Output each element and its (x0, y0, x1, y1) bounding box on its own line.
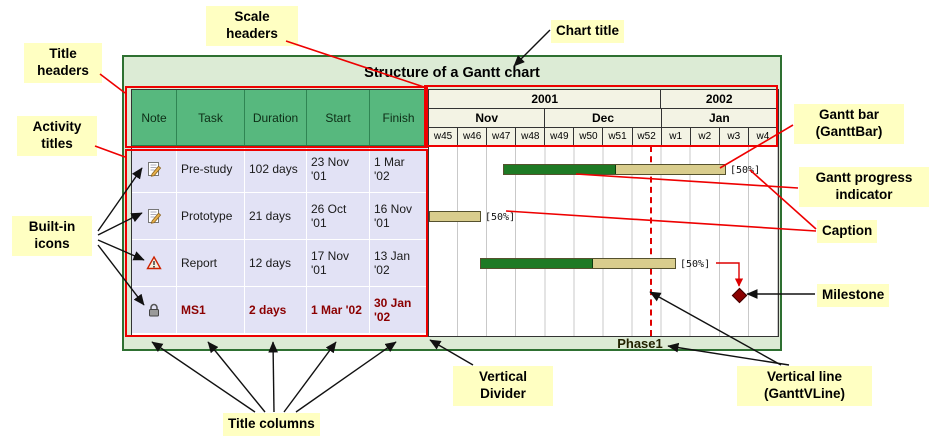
gantt-chart-container: Structure of a Gantt chart Note Task Dur… (122, 55, 782, 351)
callout-vertical-divider: Vertical Divider (453, 366, 553, 406)
callout-title-columns: Title columns (223, 413, 320, 436)
gantt-progress-indicator (481, 259, 593, 268)
week-header: w4 (749, 128, 778, 145)
week-header: w2 (691, 128, 720, 145)
warning-icon (146, 255, 162, 270)
callout-gantt-progress: Gantt progress indicator (799, 167, 929, 207)
arrow-title-col-4 (283, 341, 337, 413)
milestone-marker (731, 287, 748, 304)
week-header: w1 (662, 128, 691, 145)
column-header-duration: Duration (245, 90, 307, 145)
week-header: w50 (574, 128, 604, 145)
callout-chart-title: Chart title (551, 20, 625, 43)
callout-gantt-bar: Gantt bar (GanttBar) (794, 104, 904, 144)
timeline-grid: [50%] [50%] [50%] (429, 146, 778, 336)
line-activity-titles (94, 145, 126, 158)
week-header: w49 (545, 128, 575, 145)
gantt-bar-prestudy (503, 164, 726, 175)
duration-cell: 21 days (245, 193, 307, 239)
week-header: w48 (516, 128, 546, 145)
scale-header-weeks: w45 w46 w47 w48 w49 w50 w51 w52 w1 w2 w3… (429, 128, 778, 146)
callout-vertical-line: Vertical line (GanttVLine) (737, 366, 872, 406)
note-icon (148, 162, 162, 177)
start-cell: 1 Mar '02 (307, 287, 370, 333)
finish-cell: 30 Jan '02 (370, 287, 428, 333)
table-row: MS1 2 days 1 Mar '02 30 Jan '02 (132, 287, 428, 334)
finish-cell: 16 Nov '01 (370, 193, 428, 239)
week-header: w47 (487, 128, 517, 145)
duration-cell: 12 days (245, 240, 307, 286)
finish-cell: 1 Mar '02 (370, 146, 428, 192)
task-cell: MS1 (177, 287, 245, 333)
column-header-task: Task (177, 90, 245, 145)
gantt-bar-report (480, 258, 676, 269)
callout-milestone: Milestone (817, 284, 890, 307)
scale-header-years: 2001 2002 (429, 90, 778, 109)
timeline-pane: 2001 2002 Nov Dec Jan w45 w46 w47 w48 w4… (428, 90, 778, 336)
week-header: w52 (633, 128, 662, 145)
phase-label: Phase1 (617, 336, 663, 351)
start-cell: 23 Nov '01 (307, 146, 370, 192)
duration-cell: 2 days (245, 287, 307, 333)
table-row: Pre-study 102 days 23 Nov '01 1 Mar '02 (132, 146, 428, 193)
finish-cell: 13 Jan '02 (370, 240, 428, 286)
table-row: Report 12 days 17 Nov '01 13 Jan '02 (132, 240, 428, 287)
note-cell (132, 146, 177, 192)
lock-icon (149, 303, 159, 317)
arrow-title-col-5 (295, 341, 397, 413)
title-table: Note Task Duration Start Finish (132, 90, 428, 336)
column-header-start: Start (307, 90, 370, 145)
gantt-progress-indicator (504, 165, 616, 174)
bar-caption: [50%] (485, 212, 516, 223)
task-cell: Report (177, 240, 245, 286)
year-header: 2002 (661, 90, 778, 109)
week-header: w46 (458, 128, 488, 145)
column-header-note: Note (132, 90, 177, 145)
duration-cell: 102 days (245, 146, 307, 192)
month-header: Jan (661, 109, 778, 128)
month-header: Dec (545, 109, 662, 128)
start-cell: 17 Nov '01 (307, 240, 370, 286)
year-header: 2001 (429, 90, 662, 109)
column-header-finish: Finish (370, 90, 428, 145)
chart-inner-area: Note Task Duration Start Finish (131, 89, 779, 337)
callout-activity-titles: Activity titles (17, 116, 97, 156)
bar-caption: [50%] (680, 259, 711, 270)
gantt-vline (650, 146, 652, 336)
callout-caption: Caption (817, 220, 878, 243)
week-header: w45 (429, 128, 459, 145)
table-row: Prototype 21 days 26 Oct '01 16 Nov '01 (132, 193, 428, 240)
activity-rows: Pre-study 102 days 23 Nov '01 1 Mar '02 (132, 146, 428, 334)
arrow-title-col-1 (151, 341, 256, 413)
week-header: w3 (720, 128, 749, 145)
arrow-title-col-2 (207, 341, 266, 413)
note-cell (132, 240, 177, 286)
note-icon (148, 209, 162, 224)
callout-scale-headers: Scale headers (206, 6, 298, 46)
chart-title: Structure of a Gantt chart (364, 65, 540, 81)
note-cell (132, 287, 177, 333)
note-cell (132, 193, 177, 239)
arrow-title-col-3 (268, 341, 279, 413)
gantt-bar-prototype (429, 211, 481, 222)
task-cell: Prototype (177, 193, 245, 239)
week-header: w51 (603, 128, 633, 145)
task-cell: Pre-study (177, 146, 245, 192)
title-headers-row: Note Task Duration Start Finish (132, 90, 428, 146)
callout-built-in-icons: Built-in icons (12, 216, 92, 256)
bar-caption: [50%] (730, 165, 761, 176)
scale-header-months: Nov Dec Jan (429, 109, 778, 128)
callout-title-headers: Title headers (24, 43, 102, 83)
month-header: Nov (429, 109, 546, 128)
start-cell: 26 Oct '01 (307, 193, 370, 239)
